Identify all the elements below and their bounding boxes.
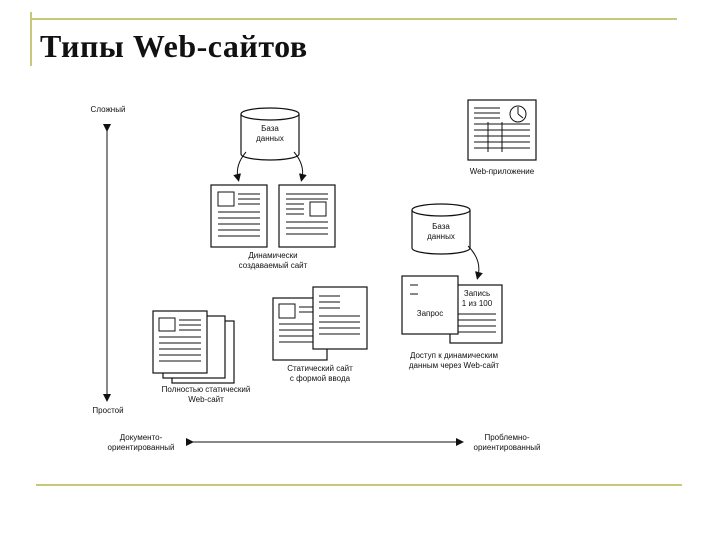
frame-vertical-line (30, 12, 32, 66)
frame-top-line (31, 18, 677, 20)
query-label: Запрос (416, 309, 444, 318)
database-right-label: База данных (427, 222, 455, 241)
form-site-label: Статический сайт с формой ввода (287, 364, 353, 383)
slide-title: Типы Web-сайтов (40, 28, 308, 64)
dynamic-page-left (210, 184, 268, 248)
database-top-label: База данных (256, 124, 284, 143)
record-label: Запись 1 из 100 (461, 289, 493, 308)
axis-top-label: Сложный (90, 105, 126, 114)
dynamic-site-label: Динамически создаваемый сайт (238, 251, 308, 270)
web-application-icon (467, 99, 537, 161)
database-top-icon (240, 107, 300, 161)
dynamic-page-right (278, 184, 336, 248)
query-page-icon (401, 275, 459, 335)
db-to-page-arrow-left (233, 151, 247, 182)
static-site-label: Полностью статический Web-сайт (161, 385, 251, 404)
db-to-record-arrow (467, 245, 483, 280)
static-site-pages (152, 310, 235, 384)
form-site-pages (272, 286, 368, 361)
web-application-label: Web-приложение (469, 167, 535, 176)
dynamic-access-label: Доступ к динамическим данным через Web-с… (408, 351, 500, 370)
axis-left-label: Документо- ориентированный (107, 433, 175, 452)
axis-right-label: Проблемно- ориентированный (473, 433, 541, 452)
db-to-page-arrow-right (293, 151, 307, 182)
frame-bottom-line (36, 484, 682, 486)
database-right-icon (411, 203, 471, 255)
axis-bottom-label: Простой (92, 406, 124, 415)
record-page-icon (449, 284, 503, 344)
